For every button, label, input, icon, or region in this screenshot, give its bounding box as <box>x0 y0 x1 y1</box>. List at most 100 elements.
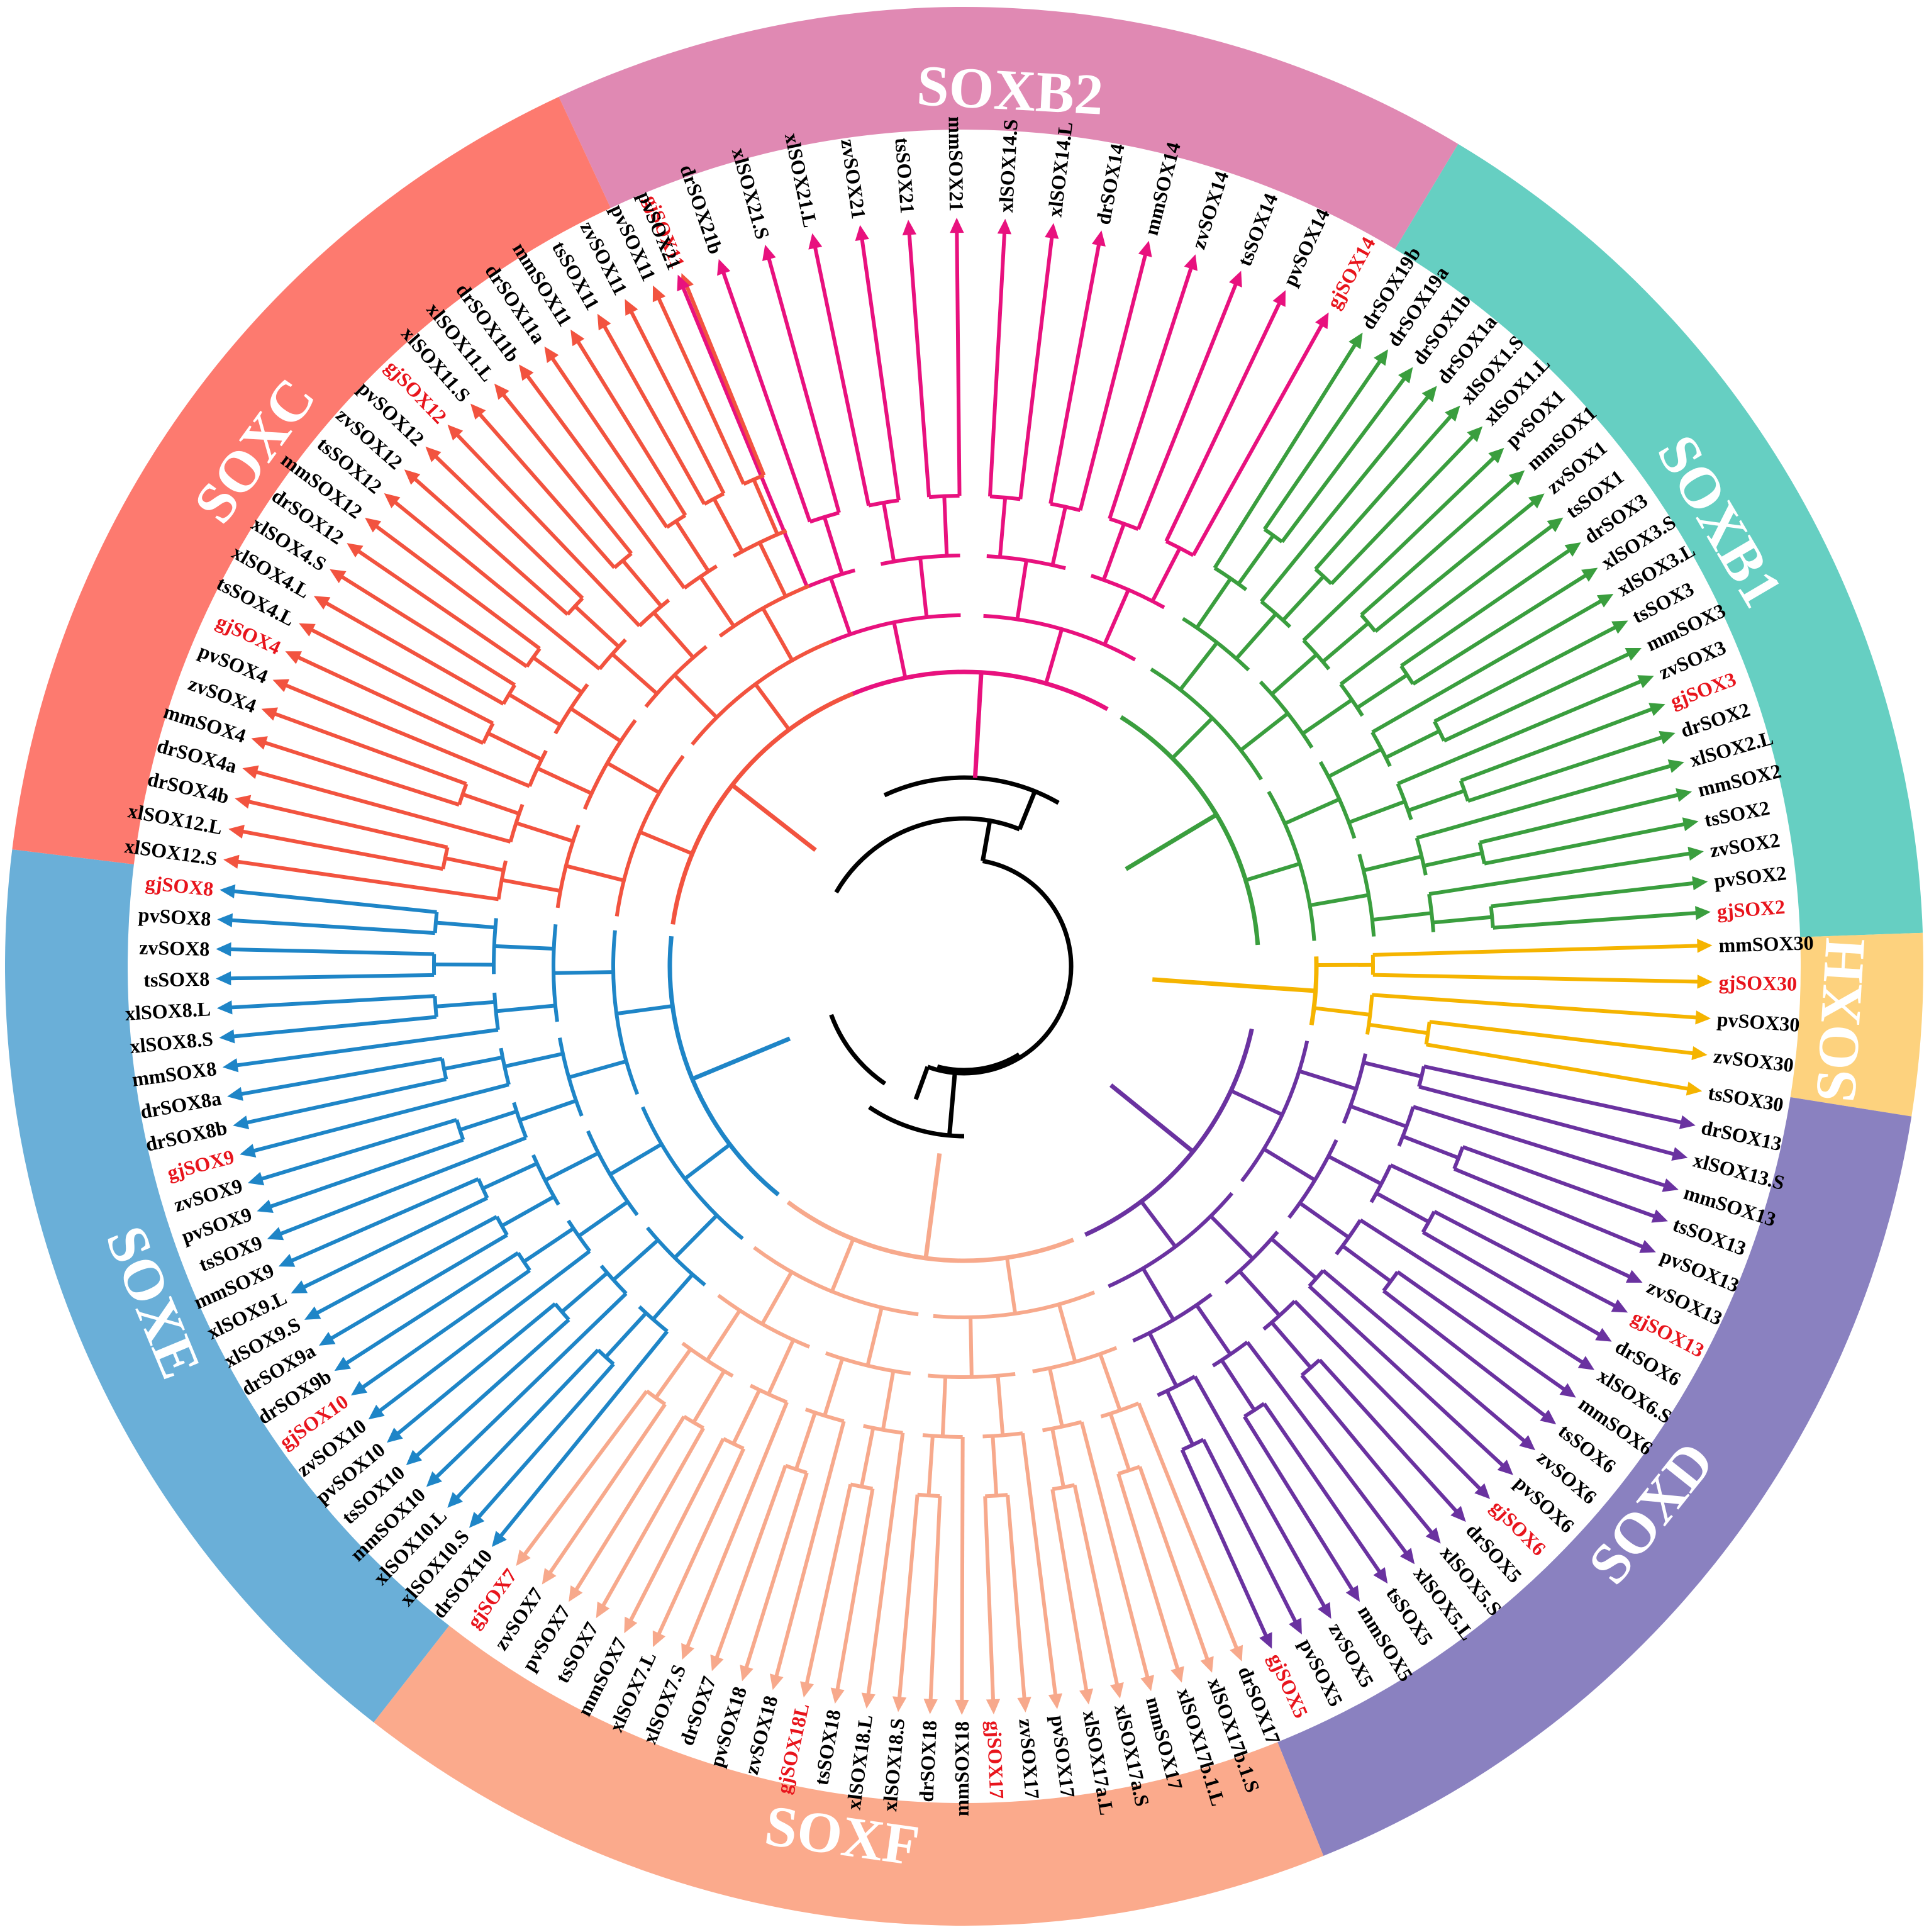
branch-arc <box>825 1351 911 1376</box>
leaf-arrowhead <box>1421 386 1437 403</box>
branch <box>577 1200 629 1238</box>
branch <box>1462 1145 1656 1219</box>
leaf-label: gjSOX30 <box>1718 971 1797 995</box>
leaf-arrowhead <box>1445 405 1460 422</box>
branch-arc <box>1224 1231 1279 1285</box>
branch <box>681 286 809 588</box>
branch <box>1327 1154 1382 1186</box>
band-soxf <box>374 1626 1324 1926</box>
branch <box>712 498 744 552</box>
leaf-arrowhead <box>1679 1115 1696 1129</box>
leaf-label: drSOX13 <box>1699 1115 1784 1155</box>
leaf-arrowhead <box>1682 817 1699 832</box>
branch <box>601 1427 706 1607</box>
backbone-arc <box>926 859 1074 1076</box>
branch <box>828 577 852 635</box>
branch-arc <box>1417 1066 1426 1088</box>
branch-arc <box>986 554 1066 571</box>
clade-arc-soxb2 <box>850 669 1109 712</box>
branch-arc <box>1243 1402 1265 1419</box>
branch <box>1302 455 1496 642</box>
leaf-arrowhead <box>1048 1693 1063 1709</box>
branch <box>774 1421 846 1677</box>
branch-arc <box>645 1226 706 1287</box>
tree-branches <box>230 232 1699 1701</box>
leaf-label: xlSOX18.S <box>878 1717 909 1812</box>
branch-arc <box>1342 1053 1368 1124</box>
branch-arc <box>476 1178 489 1199</box>
leaf-arrowhead <box>227 1086 243 1101</box>
branch <box>654 1348 692 1399</box>
leaf-label: xlSOX8.L <box>125 997 211 1025</box>
branch <box>1421 1231 1601 1337</box>
branch <box>246 1077 447 1125</box>
clade-arc-soxc <box>670 691 854 925</box>
leaf-arrowhead <box>597 313 611 331</box>
branch <box>969 1317 974 1377</box>
branch-arc <box>1132 1293 1213 1343</box>
branch <box>1137 1402 1239 1650</box>
branch <box>1293 1300 1482 1491</box>
leaf-arrowhead <box>304 1306 321 1320</box>
leaf-label: tsSOX21 <box>891 137 919 214</box>
branch-arc <box>555 824 581 908</box>
leaf-arrowhead <box>652 285 666 303</box>
branch <box>1194 1304 1232 1356</box>
branch-arc <box>582 718 637 810</box>
branch <box>565 864 625 883</box>
branch <box>1281 575 1325 622</box>
branch <box>1460 707 1654 783</box>
branch <box>1270 1321 1313 1369</box>
leaf-arrowhead <box>223 854 240 869</box>
clade-arc-soxh <box>1309 956 1319 1025</box>
leaf-arrowhead <box>216 942 231 957</box>
leaf-label: pvSOX30 <box>1716 1008 1801 1036</box>
leaf-arrowhead <box>544 346 559 363</box>
branch <box>1429 1020 1694 1056</box>
clade-stem-soxe <box>691 1036 791 1081</box>
branch <box>1195 577 1233 629</box>
leaf-arrowhead <box>1399 1548 1415 1565</box>
branch <box>673 673 718 719</box>
branch <box>1072 1484 1120 1686</box>
leaf-label: tsSOX18 <box>809 1708 845 1787</box>
branch <box>685 285 766 476</box>
branch <box>1103 589 1130 645</box>
leaf-arrowhead <box>624 1616 638 1634</box>
branch <box>1140 1200 1177 1248</box>
branch <box>445 856 504 873</box>
leaf-arrowhead <box>986 1699 1001 1715</box>
band-soxd <box>1277 1097 1912 1856</box>
leaf-label: zvSOX17 <box>1015 1717 1043 1800</box>
branch <box>1301 698 1354 735</box>
branch <box>550 357 669 528</box>
branch <box>1270 1237 1318 1280</box>
branch-arc <box>1415 837 1428 876</box>
leaf-arrowhead <box>272 679 290 693</box>
branch <box>1015 560 1028 620</box>
branch <box>865 1307 884 1366</box>
branch-arc <box>982 1431 1023 1439</box>
branch <box>1479 793 1679 845</box>
branch-arc <box>516 1251 531 1272</box>
leaf-arrowhead <box>902 220 917 236</box>
branch-arc <box>753 1246 919 1317</box>
branch <box>1005 1257 1018 1314</box>
branch-arc <box>611 930 640 1095</box>
branch <box>1260 395 1430 603</box>
group-label-soxh: SOXH <box>1803 936 1877 1103</box>
branch <box>357 549 528 668</box>
branch <box>1116 1473 1180 1670</box>
branch <box>393 500 601 671</box>
leaf-arrowhead <box>233 1115 250 1130</box>
leaf-arrowhead <box>447 1492 463 1508</box>
branch <box>1413 1105 1666 1188</box>
branch-arc <box>1052 1483 1076 1492</box>
branch <box>657 1448 746 1636</box>
branch-arc <box>665 513 687 529</box>
branch <box>315 1215 498 1315</box>
branch <box>494 944 554 951</box>
branch <box>1433 1210 1616 1308</box>
branch <box>519 1098 577 1122</box>
leaf-arrowhead <box>1184 254 1198 271</box>
